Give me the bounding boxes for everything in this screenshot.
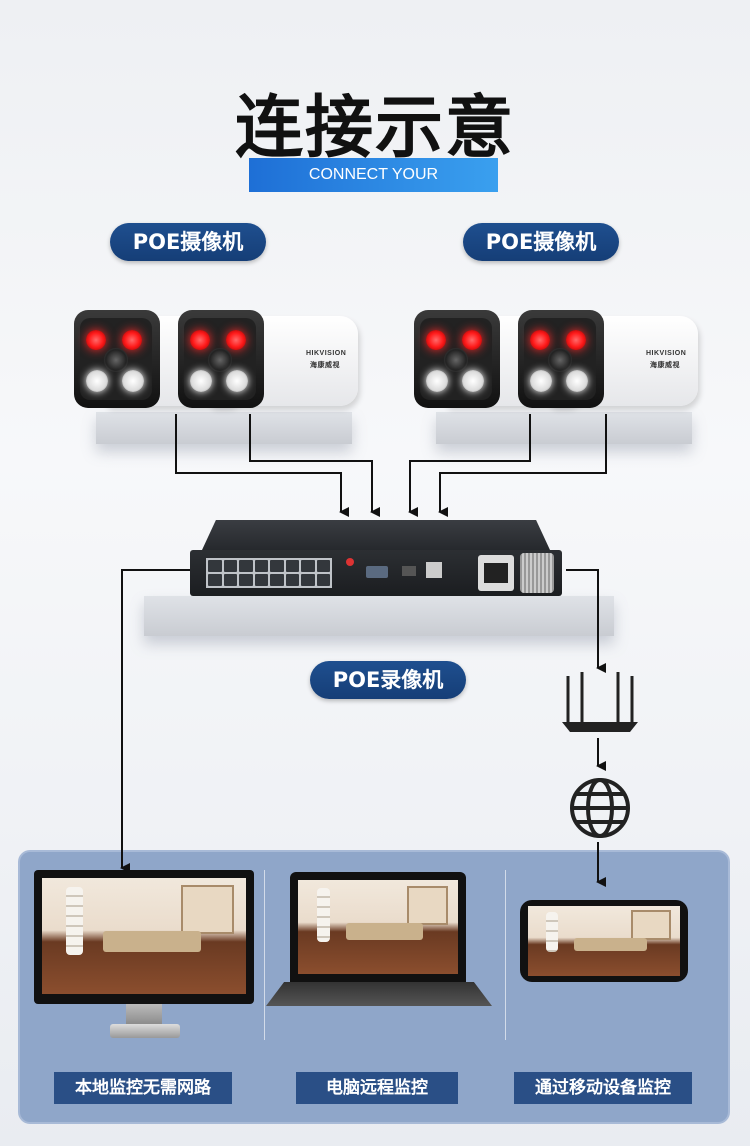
router-icon <box>560 670 640 736</box>
globe-icon <box>568 776 632 840</box>
camera-label-left: POE摄像机 <box>110 223 266 261</box>
camera-1 <box>74 310 244 408</box>
phone-device <box>520 900 688 982</box>
subtitle-banner: CONNECT YOUR <box>249 158 498 192</box>
monitor-base <box>110 1024 180 1038</box>
camera-brand-cn-2: 海康威视 <box>650 362 680 369</box>
camera-label-right: POE摄像机 <box>463 223 619 261</box>
camera-brand: HIKVISION <box>306 350 347 357</box>
camera-brand-2: HIKVISION <box>646 350 687 357</box>
laptop-keyboard <box>266 982 492 1006</box>
poe-ports <box>206 558 332 588</box>
camera-4: HIKVISION 海康威视 <box>518 310 698 408</box>
monitor-device <box>34 870 254 1004</box>
camera-shelf-left <box>96 412 352 444</box>
page-title: 连接示意 <box>234 89 515 168</box>
camera-2: HIKVISION 海康威视 <box>178 310 358 408</box>
output-label-mobile: 通过移动设备监控 <box>514 1072 692 1104</box>
nvr-label: POE录像机 <box>310 661 466 699</box>
laptop-device <box>290 872 466 982</box>
nvr-shelf <box>144 596 614 636</box>
camera-shelf-right <box>436 412 692 444</box>
divider-1 <box>264 870 265 1040</box>
monitor-stand <box>126 1004 162 1026</box>
divider-2 <box>505 870 506 1040</box>
nvr-recorder <box>190 520 562 596</box>
output-label-local: 本地监控无需网路 <box>54 1072 232 1104</box>
camera-brand-cn: 海康威视 <box>310 362 340 369</box>
output-label-pc: 电脑远程监控 <box>296 1072 458 1104</box>
